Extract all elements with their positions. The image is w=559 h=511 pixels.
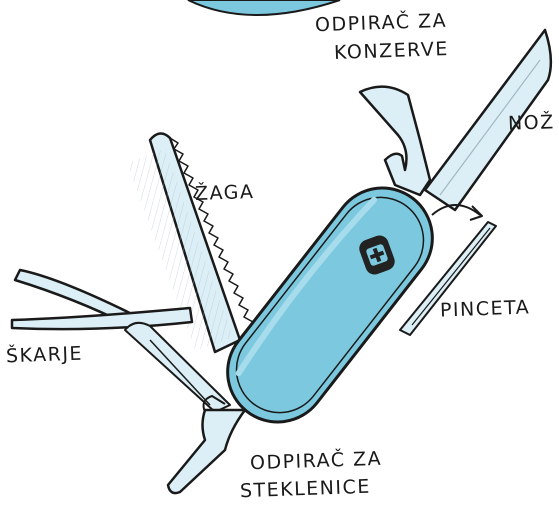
label-tweezers: PINCETA xyxy=(440,296,531,321)
can-opener-tool xyxy=(360,87,430,195)
top-bubble-shape xyxy=(188,0,340,15)
label-bottle-opener-line1: ODPIRAČ ZA xyxy=(250,448,383,475)
knife-body xyxy=(207,168,452,442)
label-knife: NOŽ xyxy=(508,111,555,135)
label-scissors: ŠKARJE xyxy=(6,343,84,368)
label-can-opener-line1: ODPIRAČ ZA xyxy=(315,10,448,37)
label-saw: ŽAGA xyxy=(195,181,255,205)
label-bottle-opener-line2: STEKLENICE xyxy=(240,476,372,503)
bottle-opener-tool xyxy=(168,410,245,493)
label-can-opener-line2: KONZERVE xyxy=(334,38,449,64)
